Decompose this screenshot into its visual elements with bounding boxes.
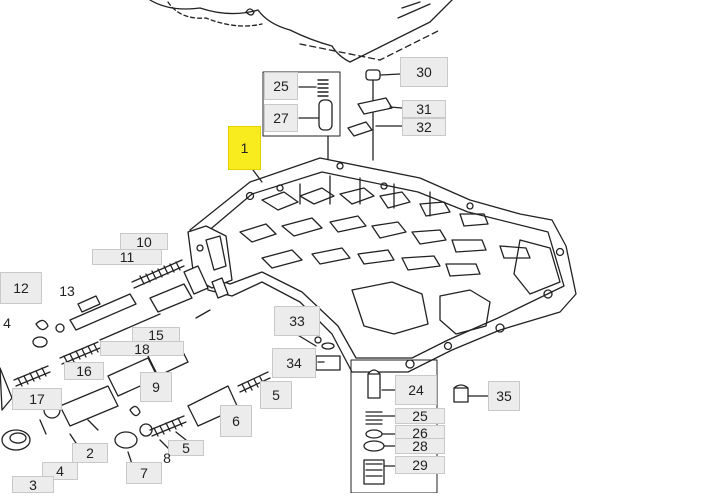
callout-32: 32 [402,118,446,136]
callout-8: 8 [163,450,171,466]
inset-box-25-27 [262,71,341,137]
callout-4-left: 4 [3,315,11,331]
callout-7: 7 [126,462,162,484]
callout-25-bottom: 25 [395,408,445,424]
callout-11: 11 [92,249,162,265]
callout-13: 13 [59,283,75,299]
callout-25-top: 25 [264,72,298,100]
callout-31: 31 [402,100,446,118]
callout-28: 28 [395,438,445,454]
callout-2: 2 [72,443,108,463]
callout-10: 10 [120,233,168,250]
callout-1: 1 [228,126,261,170]
callout-4-bottom: 4 [42,462,78,480]
callout-16: 16 [64,362,104,380]
callout-17: 17 [12,388,62,410]
callout-3: 3 [12,476,54,493]
callout-12: 12 [0,272,42,304]
callout-5-bottom: 5 [168,440,204,456]
callout-35: 35 [488,381,520,411]
valve-train-left [0,259,273,465]
valve-body [187,157,577,373]
bolt-plate-30-32 [327,69,403,201]
callout-30: 30 [400,57,448,87]
callout-29: 29 [395,456,445,474]
parts-24-29 [350,359,438,494]
callout-18: 18 [100,341,184,356]
callout-27: 27 [264,104,298,132]
callout-33: 33 [274,306,320,336]
callout-9: 9 [140,372,172,402]
callout-6: 6 [220,405,252,437]
callout-5-right: 5 [260,381,292,409]
casing-fragment [149,0,453,63]
callout-34: 34 [272,348,316,378]
plugs-33-35 [295,333,489,403]
callout-24: 24 [395,375,437,405]
